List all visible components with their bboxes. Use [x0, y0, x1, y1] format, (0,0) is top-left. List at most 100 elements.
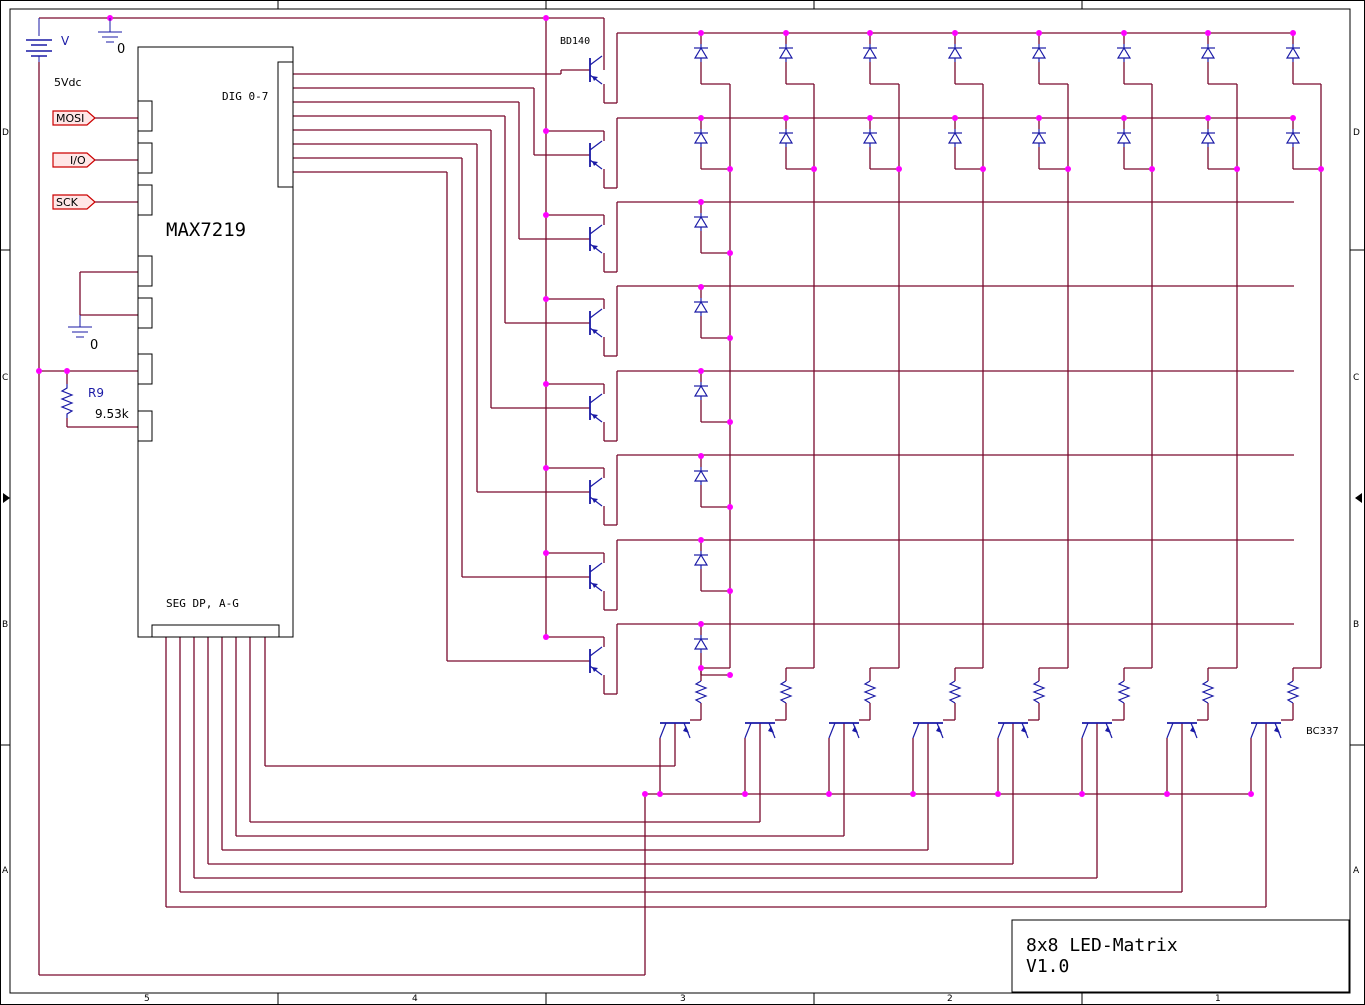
border-row-C: C	[2, 373, 8, 383]
border-row-right-B: B	[1353, 620, 1359, 630]
junction-dot	[1121, 115, 1127, 121]
pnp-transistor-q9[interactable]	[589, 55, 603, 85]
pnp-transistor-q12[interactable]	[589, 308, 603, 338]
max7219-ic[interactable]: MAX7219 DIG 0-7 SEG DP, A-G	[137, 46, 294, 638]
led-d6[interactable]	[1116, 44, 1132, 62]
junction-dot	[64, 368, 70, 374]
ground-label-1: 0	[117, 42, 125, 57]
junction-dot	[1149, 166, 1155, 172]
junction-dot	[1205, 115, 1211, 121]
port-sck[interactable]: SCK	[52, 194, 96, 210]
junction-dots	[36, 15, 1324, 797]
port-mosi[interactable]: MOSI	[52, 110, 96, 126]
led-d5[interactable]	[1031, 44, 1047, 62]
led-d8[interactable]	[1285, 44, 1301, 62]
led-d13[interactable]	[1031, 129, 1047, 147]
border-col-4: 4	[412, 994, 418, 1004]
junction-dot	[543, 296, 549, 302]
led-d1[interactable]	[778, 44, 794, 62]
pnp-transistor-q10[interactable]	[589, 140, 603, 170]
npn-transistor-q6[interactable]	[1081, 722, 1113, 739]
pin-dig: DIG 0-7	[222, 90, 268, 103]
junction-dot	[980, 166, 986, 172]
junction-dot	[698, 115, 704, 121]
led-d4[interactable]	[947, 44, 963, 62]
resistor-r9[interactable]: R9 9.53k	[60, 384, 129, 421]
npn-transistor-q3[interactable]	[828, 722, 860, 739]
led-d20[interactable]	[693, 467, 709, 485]
led-d7[interactable]	[1200, 44, 1216, 62]
junction-dot	[826, 791, 832, 797]
junction-dot	[727, 672, 733, 678]
junction-dot	[657, 791, 663, 797]
border-col-3: 3	[680, 994, 686, 1004]
junction-dot	[952, 115, 958, 121]
resistor-r7[interactable]	[1201, 680, 1215, 704]
junction-dot	[543, 212, 549, 218]
junction-dot	[867, 115, 873, 121]
junction-dot	[783, 30, 789, 36]
junction-dot	[698, 368, 704, 374]
junction-dot	[543, 465, 549, 471]
led-d9[interactable]	[693, 129, 709, 147]
border-col-5: 5	[144, 994, 150, 1004]
junction-dot	[642, 791, 648, 797]
r9-ref: R9	[88, 386, 104, 400]
junction-dot	[811, 166, 817, 172]
led-d21[interactable]	[693, 551, 709, 569]
led-d19[interactable]	[693, 382, 709, 400]
pnp-transistor-q16[interactable]	[589, 646, 603, 676]
port-io[interactable]: I/O	[52, 152, 96, 168]
led-d11[interactable]	[862, 129, 878, 147]
npn-transistor-q2[interactable]	[744, 722, 776, 739]
ic-name: MAX7219	[166, 219, 246, 241]
junction-dot	[698, 284, 704, 290]
npn-transistor-q4[interactable]	[912, 722, 944, 739]
led-d14[interactable]	[1116, 129, 1132, 147]
led-d15[interactable]	[1200, 129, 1216, 147]
npn-transistor-q7[interactable]	[1166, 722, 1198, 739]
title-line2: V1.0	[1026, 956, 1069, 977]
led-d17[interactable]	[693, 213, 709, 231]
ground-label-2: 0	[90, 338, 98, 353]
led-d10[interactable]	[778, 129, 794, 147]
border-row-D: D	[2, 128, 9, 138]
npn-transistor-q8[interactable]	[1250, 722, 1282, 739]
junction-dot	[727, 166, 733, 172]
led-d2[interactable]	[693, 44, 709, 62]
junction-dot	[1248, 791, 1254, 797]
junction-dot	[995, 791, 1001, 797]
resistor-r5[interactable]	[1032, 680, 1046, 704]
led-d18[interactable]	[693, 298, 709, 316]
npn-part: BC337	[1306, 726, 1339, 737]
pnp-transistor-q13[interactable]	[589, 393, 603, 423]
border-row-right-A: A	[1353, 866, 1360, 876]
resistor-r1[interactable]	[694, 680, 708, 704]
pnp-transistor-q11[interactable]	[589, 224, 603, 254]
junction-dot	[1079, 791, 1085, 797]
npn-transistor-q1[interactable]	[659, 722, 691, 739]
pnp-transistor-q14[interactable]	[589, 477, 603, 507]
junction-dot	[698, 453, 704, 459]
resistor-r2[interactable]	[779, 680, 793, 704]
led-d12[interactable]	[947, 129, 963, 147]
led-d22[interactable]	[693, 635, 709, 653]
resistor-r4[interactable]	[948, 680, 962, 704]
resistor-r8[interactable]	[1286, 680, 1300, 704]
border-row-B: B	[2, 620, 8, 630]
junction-dot	[543, 634, 549, 640]
port-mosi-label: MOSI	[56, 112, 84, 125]
junction-dot	[543, 550, 549, 556]
resistor-r6[interactable]	[1117, 680, 1131, 704]
resistor-r3[interactable]	[863, 680, 877, 704]
pnp-transistor-q15[interactable]	[589, 562, 603, 592]
title-line1: 8x8 LED-Matrix	[1026, 935, 1178, 956]
led-d3[interactable]	[862, 44, 878, 62]
junction-dot	[1234, 166, 1240, 172]
junction-dot	[896, 166, 902, 172]
led-d16[interactable]	[1285, 129, 1301, 147]
wiring	[38, 17, 1322, 976]
npn-transistor-q5[interactable]	[997, 722, 1029, 739]
